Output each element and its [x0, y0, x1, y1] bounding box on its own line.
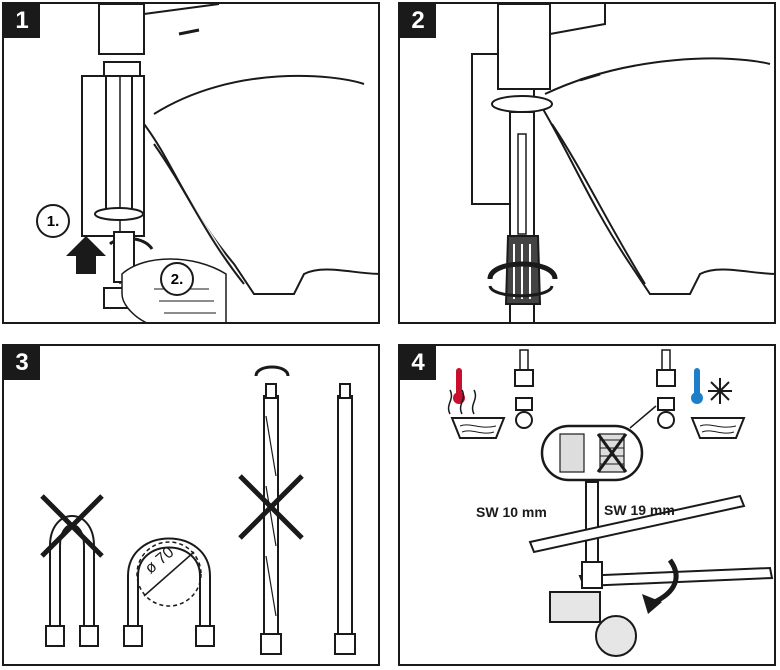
- arrow-up-icon: [66, 236, 106, 274]
- thermometer-cold-icon: [691, 368, 703, 404]
- twisted-hose-wrong: [254, 365, 290, 655]
- wrench-size-left: SW 10 mm: [476, 504, 547, 520]
- water-waves-icon: [690, 417, 746, 439]
- step-number: 4: [400, 346, 436, 380]
- rotate-arrow-icon: [487, 261, 558, 298]
- snowflake-icon: [708, 378, 732, 404]
- step-1-illustration: [66, 4, 378, 322]
- bent-hose-wrong: [45, 515, 99, 647]
- step-number: 2: [400, 4, 436, 38]
- straight-hose-correct: [334, 383, 356, 655]
- step-4-panel: 4 SW 10 mm SW 19 mm: [398, 344, 776, 666]
- bent-hose-correct: [123, 537, 215, 647]
- wrench-size-right: SW 19 mm: [604, 502, 675, 518]
- step-number: 1: [4, 4, 40, 38]
- step-3-panel: 3 ø 70: [2, 344, 380, 666]
- callout-2: 2.: [160, 262, 194, 296]
- cross-out-icon: [238, 474, 304, 540]
- step-2-illustration: [471, 4, 774, 322]
- step-number: 3: [4, 346, 40, 380]
- thread-detail: [540, 405, 657, 482]
- water-waves-icon: [447, 389, 506, 439]
- step-2-panel: 2: [398, 2, 776, 324]
- step-1-panel: 1 1. 2.: [2, 2, 380, 324]
- step-3-illustration: [40, 365, 356, 655]
- step-4-illustration: [447, 349, 774, 657]
- cross-out-icon: [40, 494, 104, 558]
- curved-arrow-icon: [642, 558, 679, 614]
- callout-1: 1.: [36, 204, 70, 238]
